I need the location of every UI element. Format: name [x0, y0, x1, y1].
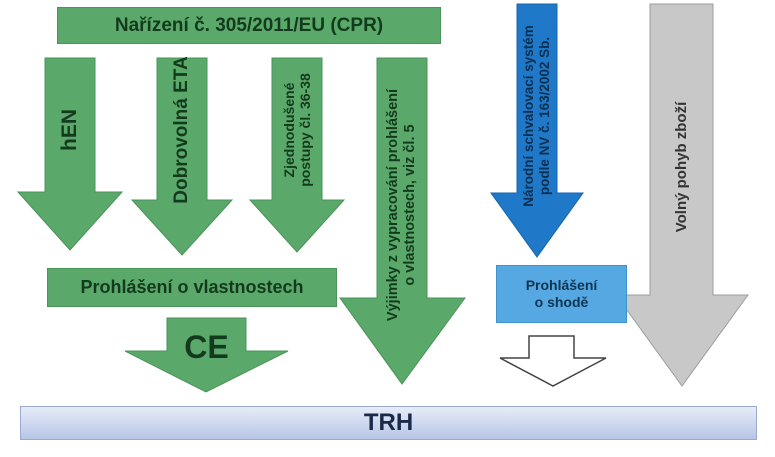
market-bar: TRH — [20, 406, 757, 440]
regulation-box: Nařízení č. 305/2011/EU (CPR) — [57, 7, 441, 44]
ce-arrow — [124, 317, 289, 393]
simplified-label: Zjednodušené postupy čl. 36-38 — [280, 73, 313, 187]
exceptions-arrow — [339, 57, 466, 385]
free-movement-label: Volný pohyb zboží — [672, 101, 690, 233]
national-system-arrow — [490, 3, 584, 258]
free-movement-arrow — [615, 3, 749, 387]
declaration-performance-box: Prohlášení o vlastnostech — [47, 268, 337, 307]
eta-arrow — [130, 57, 234, 256]
regulation-title: Nařízení č. 305/2011/EU (CPR) — [114, 14, 384, 36]
ce-mark: CE — [184, 328, 229, 365]
national-system-label: Národní schvalovací systém podle NV č. 1… — [521, 25, 552, 207]
exceptions-label: Výjimky z vypracování prohlášení o vlast… — [385, 88, 418, 322]
hen-arrow — [16, 57, 124, 251]
eta-label: Dobrovolná ETA — [171, 56, 192, 204]
simplified-arrow — [248, 57, 346, 253]
conformity-outline-arrow — [499, 335, 607, 387]
declaration-conformity-box: Prohlášení o shodě — [496, 265, 627, 323]
market-label: TRH — [363, 409, 414, 436]
hen-label: hEN — [58, 109, 81, 151]
